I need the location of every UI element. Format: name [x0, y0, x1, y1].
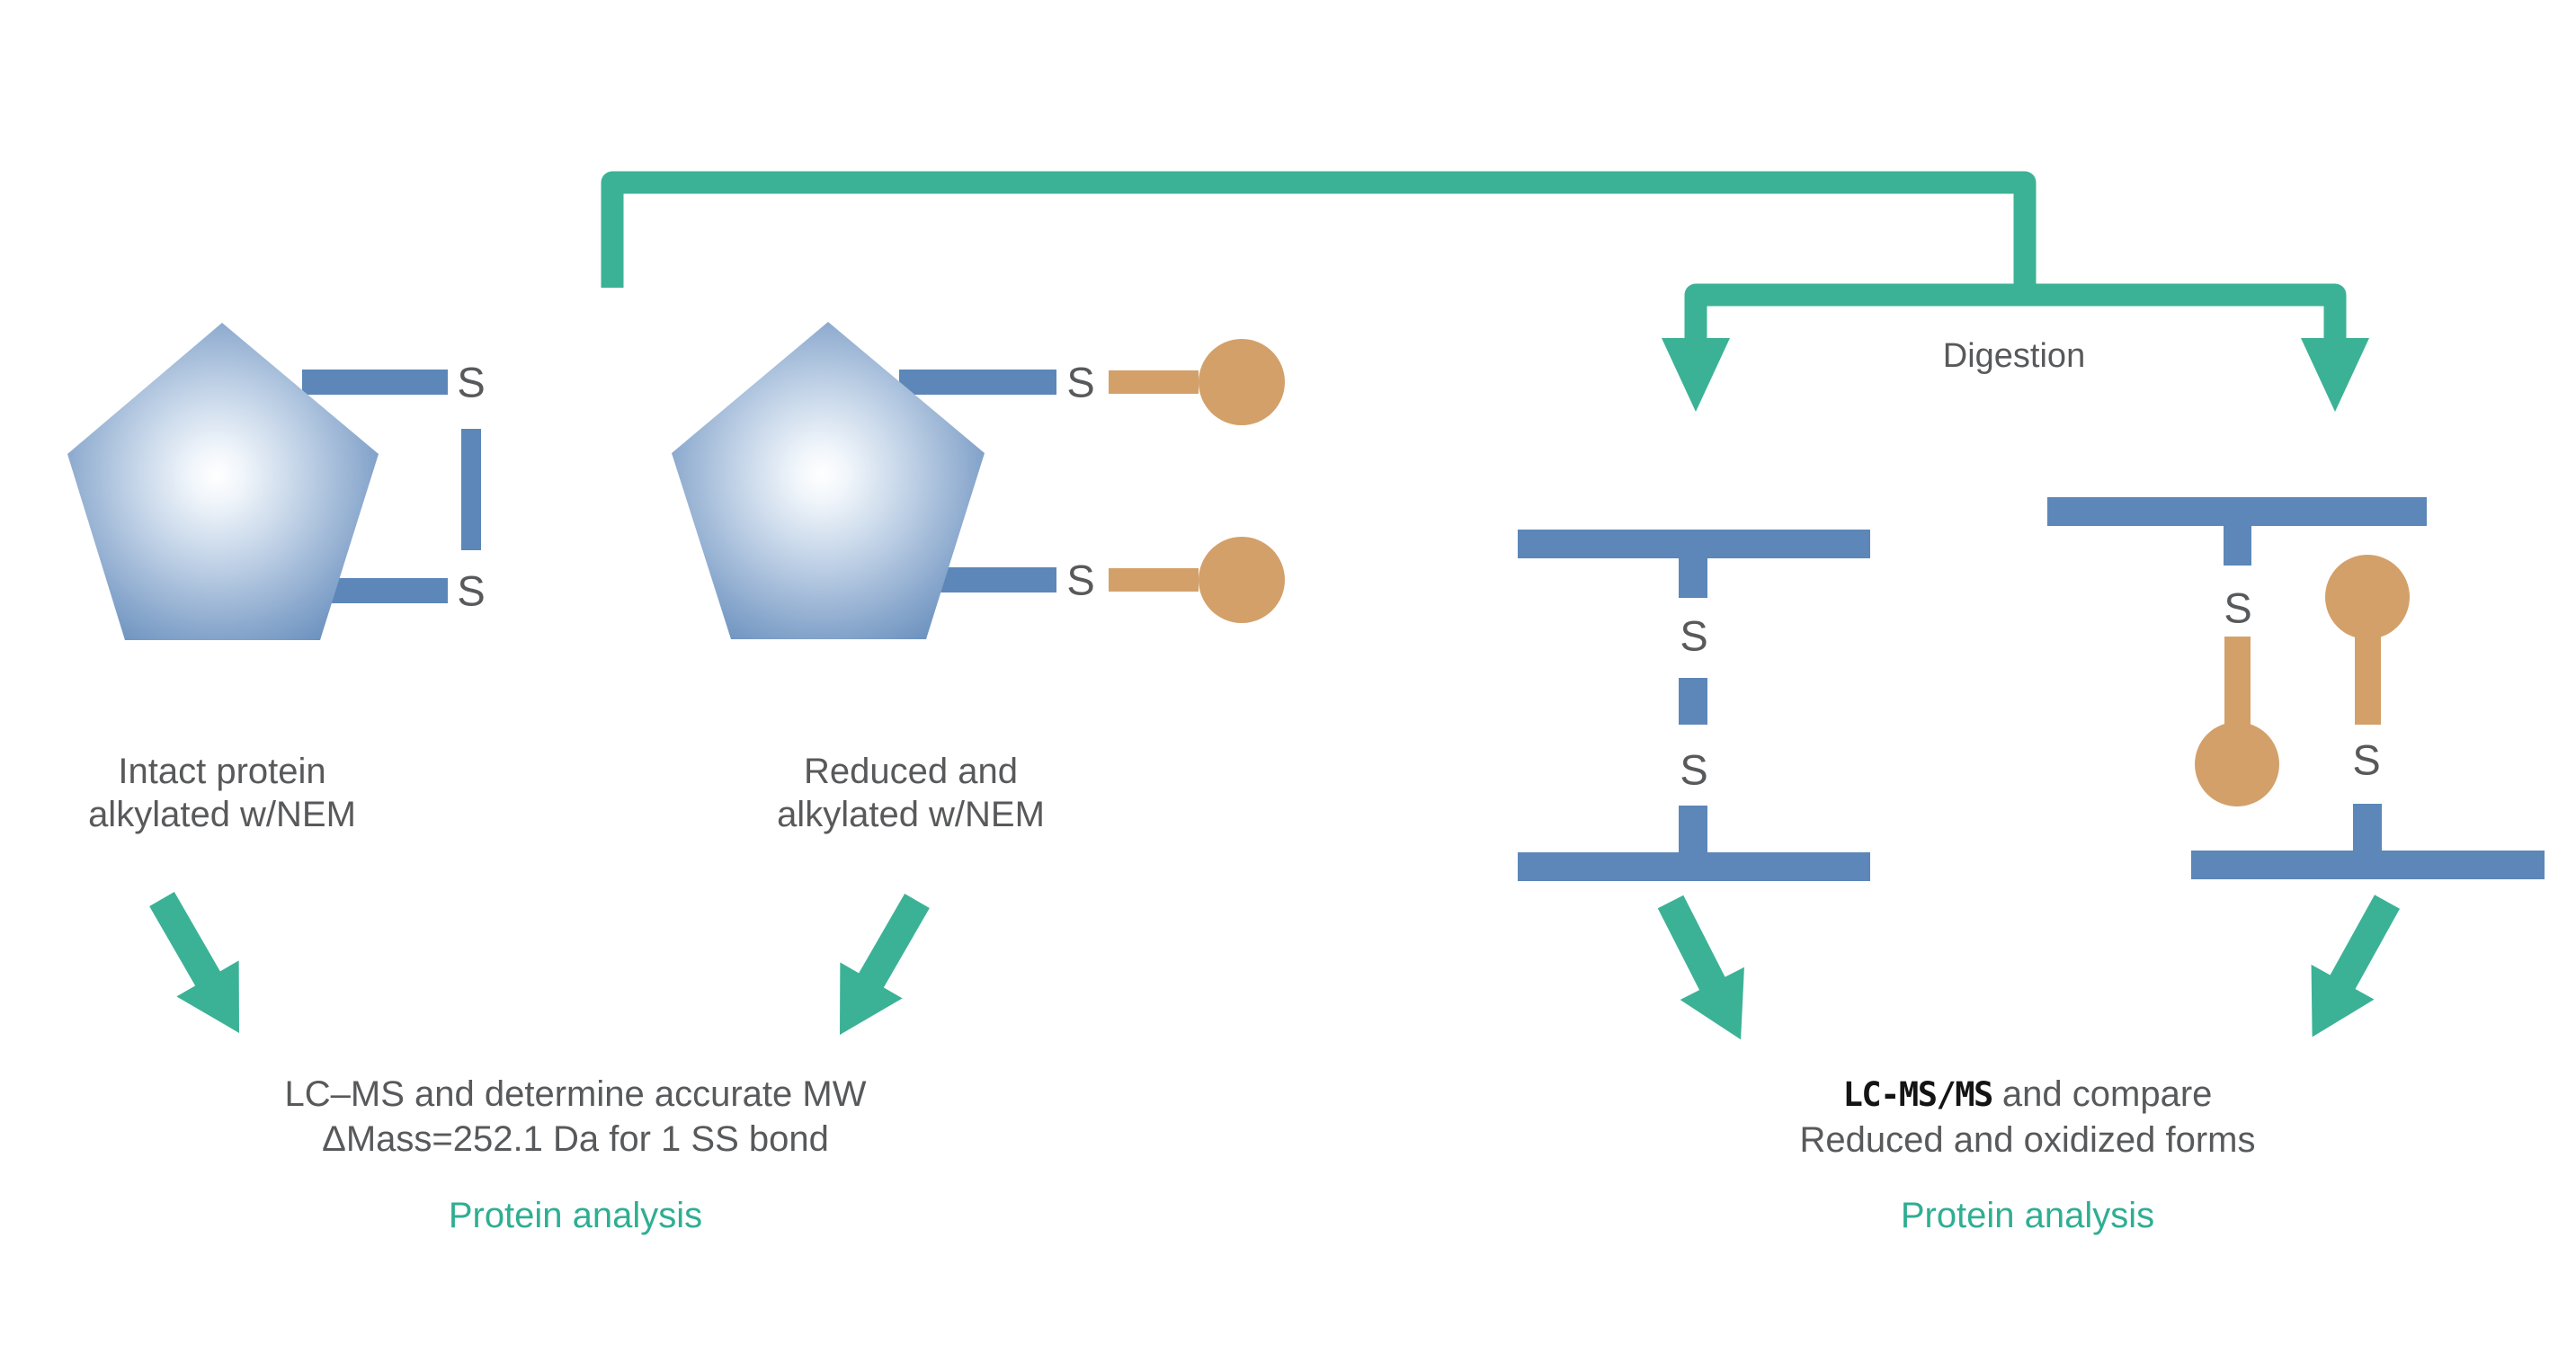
peptide-oxidized-top-bar [1518, 530, 1870, 558]
reduced-top-cys-bar [899, 370, 1056, 395]
intact-bottom-cys-bar [328, 578, 448, 603]
lcmsms-result-line2: Reduced and oxidized forms [1799, 1120, 2256, 1160]
intact-protein-pentagon [67, 323, 379, 640]
peptide-oxidized-bottom-stub [1679, 806, 1707, 852]
digestion-bracket-path [601, 171, 2037, 297]
lcms-result-line1: LC–MS and determine accurate MW [284, 1074, 867, 1114]
peptide-reduced-top-stub [2224, 525, 2251, 566]
sulfur-label-peptide-ox-top: S [1680, 611, 1708, 660]
intact-caption-line2: alkylated w/NEM [88, 795, 356, 834]
sulfur-label-intact-top: S [457, 358, 486, 406]
intact-ss-bond-bar [461, 429, 481, 550]
sulfur-label-reduced-bottom: S [1066, 556, 1095, 604]
reduced-protein-caption: Reduced and alkylated w/NEM [713, 750, 1109, 836]
lcms-result-line2: ΔMass=252.1 Da for 1 SS bond [322, 1119, 829, 1159]
sulfur-label-reduced-top: S [1066, 358, 1095, 406]
peptide-reduced-top-bar [2047, 497, 2427, 526]
reduced-caption-line1: Reduced and [804, 752, 1018, 791]
digestion-arrowhead-left [1662, 338, 1730, 412]
arrow-peptide-oxidized-to-lcmsms [1657, 895, 1744, 1040]
lcmsms-result-caption: LC-MS/MS and compare Reduced and oxidize… [1668, 1072, 2387, 1162]
reduced-protein-pentagon [672, 322, 985, 639]
sulfur-label-peptide-red-right: S [2352, 735, 2381, 784]
peptide-oxidized-bottom-bar [1518, 852, 1870, 881]
digestion-arrowhead-right [2301, 338, 2369, 412]
peptide-oxidized-top-stub [1679, 557, 1707, 598]
arrow-reduced-to-lcms [840, 894, 930, 1035]
peptide-reduced-nem-circle-1 [2195, 722, 2279, 806]
peptide-reduced-nem-circle-2 [2325, 555, 2410, 639]
intact-caption-line1: Intact protein [118, 752, 326, 791]
reduced-bottom-nem-circle [1199, 537, 1285, 623]
sulfur-label-peptide-red-left: S [2224, 583, 2252, 632]
reduced-bottom-cys-bar [926, 567, 1056, 592]
lcmsms-method-text: LC-MS/MS [1842, 1075, 1994, 1114]
lcmsms-result-line1: LC-MS/MS and compare [1668, 1072, 2387, 1118]
arrow-peptide-reduced-to-lcmsms [2311, 895, 2400, 1038]
arrow-intact-to-lcms [149, 892, 239, 1033]
lcmsms-result-line1-rest: and compare [1992, 1074, 2213, 1114]
digestion-label: Digestion [1942, 337, 2086, 375]
peptide-reduced-nem-rod-2 [2355, 635, 2381, 725]
protein-analysis-label-right: Protein analysis [1900, 1196, 2155, 1235]
intact-top-cys-bar [302, 370, 448, 395]
reduced-top-nem-circle [1199, 339, 1285, 425]
reduced-caption-line2: alkylated w/NEM [777, 795, 1045, 834]
peptide-oxidized-ss-link-bar [1679, 678, 1707, 725]
lcms-result-caption: LC–MS and determine accurate MW ΔMass=25… [216, 1072, 935, 1162]
peptide-reduced-nem-rod-1 [2224, 637, 2251, 726]
protein-analysis-label-left: Protein analysis [448, 1196, 703, 1235]
intact-protein-caption: Intact protein alkylated w/NEM [24, 750, 420, 836]
peptide-reduced-bottom-stub [2353, 804, 2382, 851]
sulfur-label-intact-bottom: S [457, 566, 486, 615]
reduced-bottom-nem-rod [1109, 568, 1199, 592]
peptide-reduced-bottom-bar [2191, 851, 2545, 879]
reduced-top-nem-rod [1109, 370, 1199, 394]
digestion-branch-path [1684, 283, 2347, 346]
sulfur-label-peptide-ox-bottom: S [1680, 745, 1708, 794]
